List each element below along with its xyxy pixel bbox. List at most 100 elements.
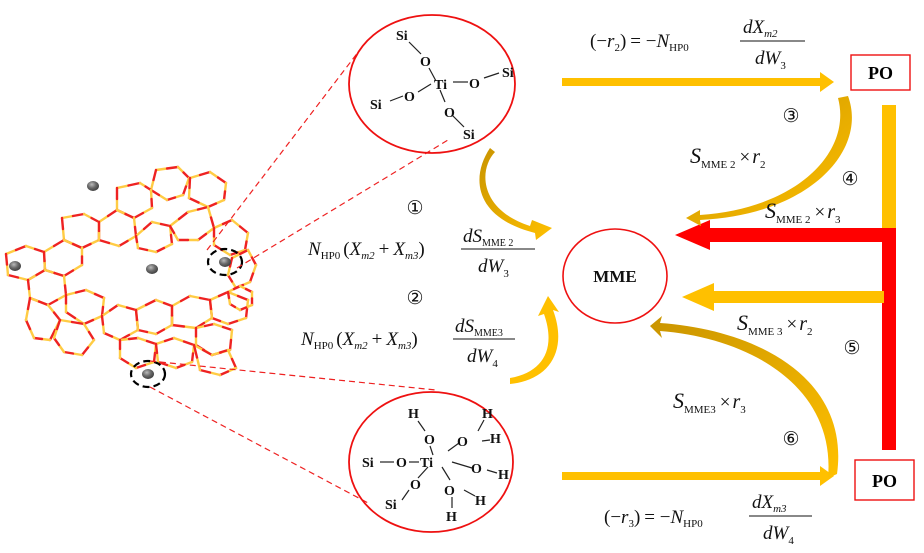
framework-bond bbox=[53, 271, 66, 278]
zoom-line bbox=[206, 46, 363, 251]
framework-bond bbox=[163, 336, 176, 343]
eq-operator: = − bbox=[630, 31, 656, 52]
framework-bond bbox=[236, 294, 250, 302]
framework-bond bbox=[184, 176, 191, 188]
atom-h: H bbox=[498, 468, 509, 483]
framework-bond bbox=[26, 273, 38, 282]
po-node-top[interactable]: PO bbox=[850, 54, 911, 91]
framework-bond bbox=[82, 212, 93, 220]
framework-bond bbox=[62, 269, 75, 278]
po-node-bottom[interactable]: PO bbox=[854, 459, 915, 501]
marker-6: ⑥ bbox=[782, 428, 799, 450]
framework-bond bbox=[182, 340, 196, 347]
svg-text:NHP0(Xm2+Xm3): NHP0(Xm2+Xm3) bbox=[300, 329, 418, 352]
framework-bond bbox=[229, 328, 234, 342]
framework-bond bbox=[26, 278, 31, 291]
framework-bond bbox=[134, 363, 147, 370]
eq-paren: (− bbox=[604, 507, 621, 528]
framework-bond bbox=[165, 363, 178, 370]
framework-bond bbox=[176, 165, 185, 174]
arrow-r3-to-po bbox=[562, 466, 834, 486]
framework-bond bbox=[208, 294, 221, 302]
eq-denominator: dW bbox=[755, 48, 783, 69]
framework-bond bbox=[60, 214, 75, 220]
eq-denominator: dW bbox=[763, 523, 791, 544]
framework-bond bbox=[40, 337, 52, 342]
framework-bond bbox=[5, 263, 10, 277]
framework-bond bbox=[154, 298, 166, 305]
framework-bond bbox=[226, 273, 234, 283]
framework-bond bbox=[26, 296, 32, 311]
framework-bond bbox=[170, 299, 183, 308]
framework-bond bbox=[110, 335, 122, 342]
eq-subscript: 3 bbox=[780, 60, 786, 72]
framework-bond bbox=[192, 343, 205, 352]
framework-bond bbox=[168, 217, 181, 228]
atom-h: H bbox=[408, 407, 419, 422]
curved-arrow-2 bbox=[510, 296, 559, 384]
svg-text:SMME 2×r3: SMME 2×r3 bbox=[765, 198, 841, 226]
framework-bond bbox=[244, 307, 249, 320]
atom-o: O bbox=[471, 462, 482, 477]
framework-bond bbox=[156, 360, 169, 367]
framework-bond bbox=[162, 323, 174, 331]
eq-paren: ) bbox=[620, 31, 626, 52]
framework-bond bbox=[218, 370, 230, 377]
eq-paren: ) bbox=[634, 507, 640, 528]
framework-bond bbox=[133, 225, 138, 238]
framework-bond bbox=[198, 170, 212, 177]
framework-bond bbox=[226, 319, 239, 326]
atom-o: O bbox=[410, 478, 421, 493]
mme-node[interactable] bbox=[562, 228, 668, 324]
framework-bond bbox=[14, 244, 28, 252]
framework-bond bbox=[134, 234, 139, 244]
framework-bond bbox=[136, 328, 149, 334]
framework-bond bbox=[144, 298, 158, 307]
ti-atom bbox=[9, 261, 21, 271]
atom-o: O bbox=[469, 77, 480, 92]
framework-bond bbox=[43, 268, 56, 275]
po-bottom-vertical-bar bbox=[882, 228, 896, 450]
framework-bond bbox=[248, 272, 255, 284]
framework-bond bbox=[154, 246, 166, 254]
framework-bond bbox=[127, 328, 140, 337]
marker-3: ③ bbox=[782, 105, 799, 127]
framework-bond bbox=[209, 307, 214, 320]
eq-symbol: N bbox=[655, 31, 670, 52]
framework-bond bbox=[134, 303, 148, 312]
framework-bond bbox=[182, 171, 191, 180]
framework-bond bbox=[212, 322, 225, 329]
framework-bond bbox=[24, 244, 37, 251]
svg-text:dW4: dW4 bbox=[467, 346, 498, 370]
framework-bond bbox=[86, 338, 96, 349]
framework-bond bbox=[145, 330, 158, 336]
eq-subscript: 4 bbox=[788, 535, 794, 547]
framework-bond bbox=[243, 240, 248, 252]
framework-bond bbox=[238, 225, 250, 235]
eq-symbol: S bbox=[690, 143, 701, 168]
eq-subscript: MME3 bbox=[474, 328, 503, 339]
eq-subscript: 2 bbox=[807, 326, 813, 338]
eq-numerator: dX bbox=[752, 492, 775, 513]
svg-text:dW3: dW3 bbox=[755, 48, 786, 72]
framework-bond bbox=[46, 298, 59, 307]
framework-bond bbox=[204, 226, 216, 236]
framework-bond bbox=[155, 351, 160, 364]
curved-arrow-1 bbox=[479, 148, 552, 240]
framework-bond bbox=[127, 336, 140, 341]
eq-subscript: 3 bbox=[628, 518, 634, 530]
framework-bond bbox=[174, 363, 186, 370]
site-circle-top bbox=[348, 14, 516, 154]
framework-bond bbox=[216, 176, 228, 185]
marker-1: ① bbox=[406, 197, 423, 219]
eq-symbol: N bbox=[300, 329, 315, 350]
framework-bond bbox=[157, 193, 169, 202]
framework-bond bbox=[134, 308, 139, 322]
eq-symbol: X bbox=[385, 329, 399, 350]
atom-h: H bbox=[446, 510, 457, 525]
framework-bond bbox=[154, 328, 166, 336]
framework-bond bbox=[132, 216, 137, 229]
eq-symbol: S bbox=[673, 388, 684, 413]
rate-equation-r3: (−r3)= −NHP0 dXm3 dW4 bbox=[604, 492, 812, 547]
highlight-site-top bbox=[206, 247, 244, 277]
